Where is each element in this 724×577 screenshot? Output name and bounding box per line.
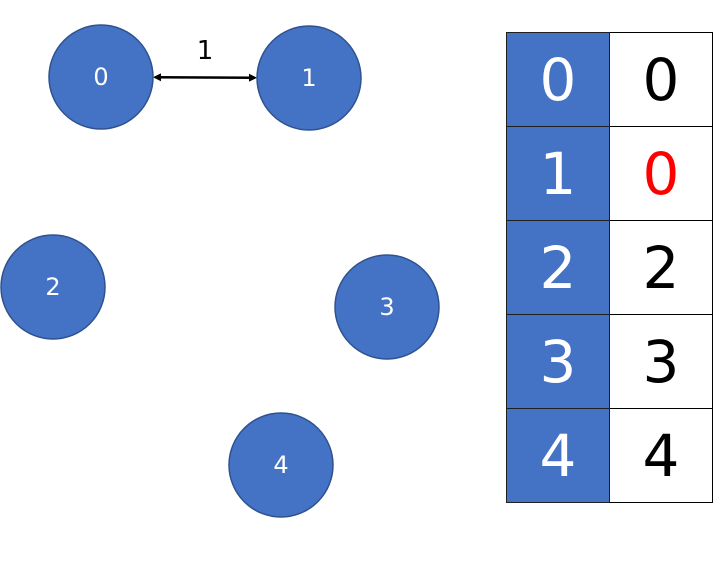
edge-weight-label: 1 bbox=[197, 36, 214, 66]
node-circle bbox=[228, 412, 334, 518]
node-label: 1 bbox=[301, 64, 316, 92]
value-cell: 3 bbox=[609, 314, 713, 409]
value-cell: 4 bbox=[609, 408, 713, 503]
value-cell: 0 bbox=[609, 126, 713, 221]
value-cell: 2 bbox=[609, 220, 713, 315]
index-cell: 2 bbox=[506, 220, 610, 315]
node-label: 2 bbox=[45, 273, 60, 301]
graph-node-1: 1 bbox=[256, 25, 362, 131]
index-cell: 3 bbox=[506, 314, 610, 409]
index-cell: 1 bbox=[506, 126, 610, 221]
graph-node-2: 2 bbox=[0, 234, 106, 340]
node-label: 4 bbox=[273, 451, 288, 479]
graph-diagram: 1 0 1 2 3 4 bbox=[0, 24, 440, 518]
node-circle bbox=[0, 234, 106, 340]
value-cell: 0 bbox=[609, 32, 713, 127]
node-circle bbox=[48, 24, 154, 130]
node-label: 3 bbox=[379, 293, 394, 321]
node-label: 0 bbox=[93, 63, 108, 91]
graph-node-0: 0 bbox=[48, 24, 154, 130]
graph-node-3: 3 bbox=[334, 254, 440, 360]
graph-node-4: 4 bbox=[228, 412, 334, 518]
index-cell: 4 bbox=[506, 408, 610, 503]
index-cell: 0 bbox=[506, 32, 610, 127]
node-circle bbox=[334, 254, 440, 360]
node-circle bbox=[256, 25, 362, 131]
